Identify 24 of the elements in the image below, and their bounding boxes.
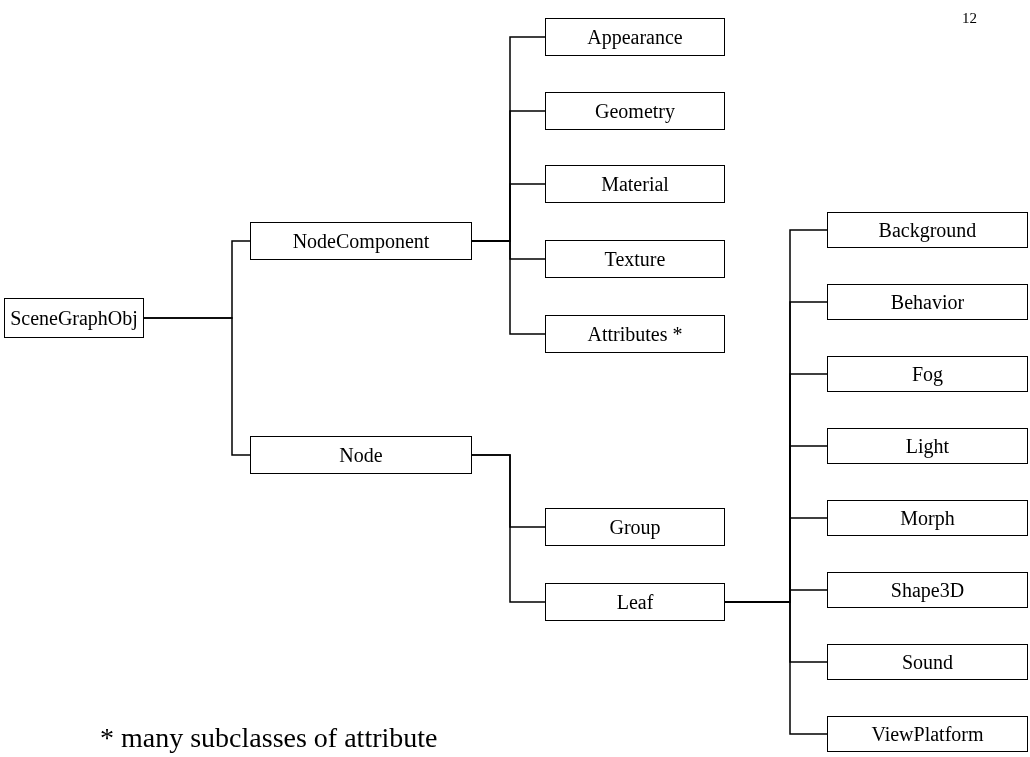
page-number: 12 — [962, 10, 977, 27]
class-box: Geometry — [545, 92, 725, 130]
class-box: Material — [545, 165, 725, 203]
class-box: Fog — [827, 356, 1028, 392]
class-box: Morph — [827, 500, 1028, 536]
class-box: Sound — [827, 644, 1028, 680]
class-box: ViewPlatform — [827, 716, 1028, 752]
connector-line — [471, 454, 546, 603]
class-box: SceneGraphObj — [4, 298, 144, 338]
class-box: NodeComponent — [250, 222, 472, 260]
class-box: Light — [827, 428, 1028, 464]
class-box: Background — [827, 212, 1028, 248]
footnote: * many subclasses of attribute — [100, 722, 438, 754]
class-box: Behavior — [827, 284, 1028, 320]
class-box: Shape3D — [827, 572, 1028, 608]
connector-line — [143, 317, 251, 456]
connector-line — [724, 601, 828, 735]
class-box: Node — [250, 436, 472, 474]
class-box: Group — [545, 508, 725, 546]
class-box: Leaf — [545, 583, 725, 621]
class-box: Texture — [545, 240, 725, 278]
class-box: Appearance — [545, 18, 725, 56]
class-box: Attributes * — [545, 315, 725, 353]
connector-line — [471, 240, 546, 335]
